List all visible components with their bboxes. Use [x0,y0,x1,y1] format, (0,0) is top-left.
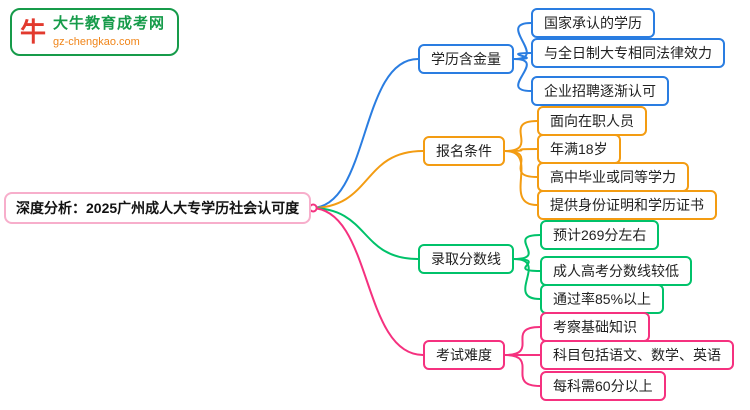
connector-path [504,150,538,206]
branch-node-kaoshi-nandu: 考试难度 [423,340,505,370]
leaf-node: 通过率85%以上 [540,284,665,314]
leaf-node: 面向在职人员 [537,106,647,136]
connector-path [513,234,541,260]
leaf-node: 预计269分左右 [540,220,660,250]
branch-node-baoming-tiaojian: 报名条件 [423,136,505,166]
branch-node-luqu-fenshuxian: 录取分数线 [418,244,514,274]
connector-path [513,258,541,300]
bull-logo-icon: 牛 [20,17,47,47]
leaf-node: 成人高考分数线较低 [540,256,692,286]
connector-path [310,150,424,209]
connector-path [513,22,532,60]
leaf-node: 科目包括语文、数学、英语 [540,340,734,370]
connector-path [504,120,538,152]
connector-path [513,258,541,272]
leaf-node: 与全日制大专相同法律效力 [531,38,725,68]
connector-path [310,207,419,260]
connector-path [504,148,538,152]
root-node: 深度分析：2025广州成人大专学历社会认可度 [4,192,312,224]
logo-text: 大牛教育成考网 gz-chengkao.com [53,15,165,49]
connector-path [504,150,538,178]
leaf-node: 国家承认的学历 [531,8,655,38]
connector-path [504,326,541,356]
leaf-node: 高中毕业或同等学力 [537,162,689,192]
logo-subtitle: gz-chengkao.com [53,36,140,48]
branch-node-xueli-hanjinliang: 学历含金量 [418,44,514,74]
connector-path [504,354,541,387]
leaf-node: 考察基础知识 [540,312,650,342]
connector-path [513,58,532,92]
leaf-node: 提供身份证明和学历证书 [537,190,717,220]
leaf-node: 企业招聘逐渐认可 [531,76,669,106]
leaf-node: 年满18岁 [537,134,621,164]
leaf-node: 每科需60分以上 [540,371,666,401]
site-logo: 牛 大牛教育成考网 gz-chengkao.com [10,8,180,56]
connector-path [513,52,532,60]
connector-path [310,207,424,356]
logo-title: 大牛教育成考网 [53,15,166,32]
connector-path [310,58,419,209]
